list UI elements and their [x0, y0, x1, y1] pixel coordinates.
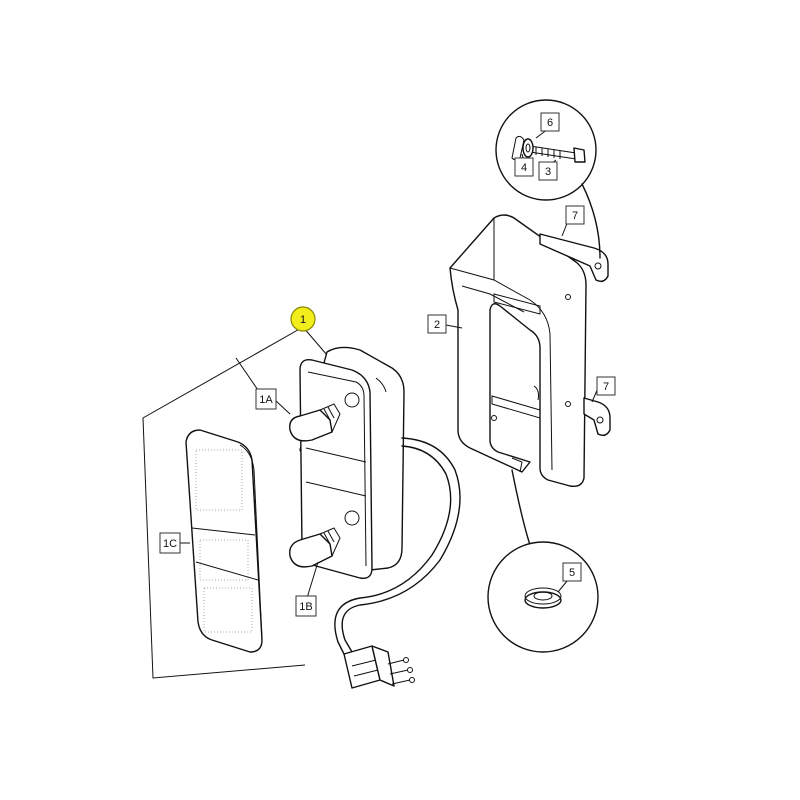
mounting-bracket — [449, 214, 587, 488]
callout-part-6[interactable]: 6 — [540, 112, 560, 132]
callout-part-1B-label: 1B — [299, 601, 312, 613]
callout-part-5[interactable]: 5 — [562, 562, 582, 582]
callout-part-1A-label: 1A — [259, 394, 273, 406]
callout-part-7-lower[interactable]: 7 — [596, 376, 616, 396]
lamp-lens — [185, 429, 263, 653]
callout-part-1C[interactable]: 1C — [159, 532, 181, 554]
callout-part-3[interactable]: 3 — [538, 161, 558, 181]
callout-part-7-upper-label: 7 — [572, 210, 578, 222]
lamp-cable — [334, 437, 461, 655]
callout-part-1C-label: 1C — [163, 538, 177, 550]
callout-part-1B[interactable]: 1B — [295, 595, 317, 617]
callout-part-1A[interactable]: 1A — [255, 388, 277, 410]
bulb-lower — [289, 527, 341, 568]
callout-part-4[interactable]: 4 — [514, 157, 534, 177]
callout-part-1[interactable]: 1 — [290, 306, 316, 332]
callout-part-7-upper[interactable]: 7 — [565, 205, 585, 225]
callout-part-6-label: 6 — [547, 117, 553, 129]
callout-part-7-lower-label: 7 — [603, 381, 609, 393]
bulb-upper — [289, 403, 341, 442]
callout-part-2[interactable]: 2 — [427, 314, 447, 334]
callout-part-5-label: 5 — [569, 567, 575, 579]
cable-connector — [343, 645, 415, 689]
assembly-bracket-lines — [142, 326, 328, 679]
callout-part-2-label: 2 — [434, 319, 440, 331]
callout-part-3-label: 3 — [545, 166, 551, 178]
callout-part-1-label: 1 — [300, 314, 306, 326]
bracket-lower — [583, 397, 611, 437]
callout-part-4-label: 4 — [521, 162, 527, 174]
detail-circle-grommet — [487, 469, 599, 653]
